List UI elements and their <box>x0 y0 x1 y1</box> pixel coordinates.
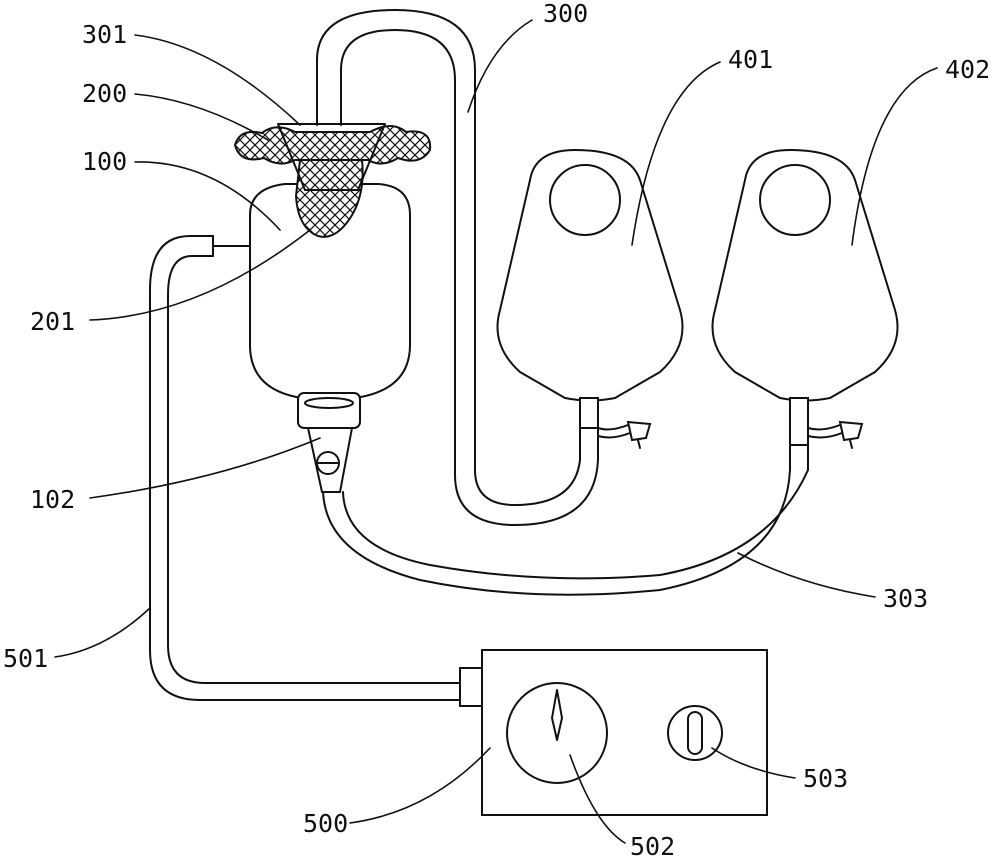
label-201: 201 <box>30 307 75 336</box>
label-303: 303 <box>883 584 928 613</box>
label-200: 200 <box>82 79 127 108</box>
label-401: 401 <box>728 45 773 74</box>
tube-300 <box>316 9 599 526</box>
cup-200 <box>233 123 432 238</box>
leader-lines <box>54 19 938 844</box>
label-502: 502 <box>630 832 675 861</box>
tube-303 <box>322 444 809 596</box>
label-100: 100 <box>82 147 127 176</box>
label-503: 503 <box>803 764 848 793</box>
collection-bag-401 <box>496 148 684 449</box>
valve-102 <box>297 392 361 493</box>
gauge-502 <box>506 682 608 784</box>
control-box-500 <box>459 649 768 816</box>
label-500: 500 <box>303 809 348 838</box>
container-100 <box>249 183 411 399</box>
label-501: 501 <box>3 644 48 673</box>
collection-bag-402 <box>711 148 899 449</box>
label-301: 301 <box>82 20 127 49</box>
label-300: 300 <box>543 0 588 28</box>
label-102: 102 <box>30 485 75 514</box>
label-402: 402 <box>945 55 990 84</box>
